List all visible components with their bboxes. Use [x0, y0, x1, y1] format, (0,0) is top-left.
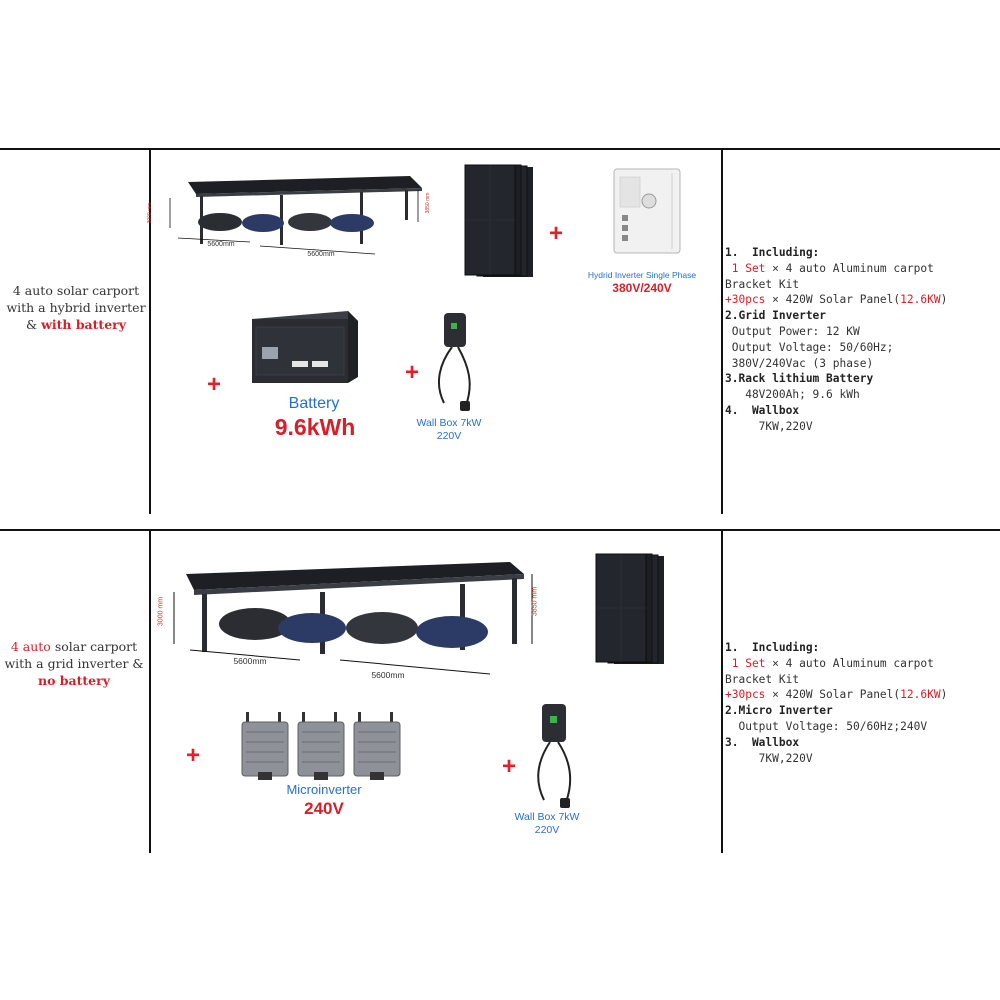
row2-dim-height-left: 3000 mm — [157, 596, 165, 627]
row1-battery-image — [252, 311, 358, 383]
row1-dim-height-left: 3000 mm — [147, 202, 153, 224]
row1-spec-panel-desc: × 420W Solar Panel( — [765, 293, 901, 307]
row1-top-border — [0, 148, 1000, 150]
row1-spec-set-qty: 1 Set — [725, 261, 766, 275]
row1-spec-list: 1. Including: 1 Set × 4 auto Aluminum ca… — [725, 245, 997, 435]
row1-battery-capacity: 9.6kWh — [274, 414, 356, 440]
row2-spec-line-8: 7KW,220V — [725, 751, 813, 765]
row2-plus-wallbox-icon: + — [502, 753, 517, 780]
row2-dim-width-b: 5600mm — [371, 670, 405, 680]
row2-micro-caption: Microinverter — [286, 782, 362, 797]
row1-right-divider — [721, 148, 723, 514]
row2-spec-line-3: Bracket Kit — [725, 672, 800, 686]
row2-carport-illustration — [173, 562, 533, 675]
row2-top-border — [0, 529, 1000, 531]
row1-wallbox-image — [437, 313, 471, 411]
row2-spec-line-7: 3. Wallbox — [725, 735, 800, 749]
row1-inverter-caption: Hydrid Inverter Single Phase — [587, 270, 697, 280]
row2-spec-set-qty: 1 Set — [725, 656, 766, 670]
row2-spec-panel-desc: × 420W Solar Panel( — [765, 688, 901, 702]
row2-microinverter-image-3 — [353, 712, 401, 780]
row2-label-text: solar carport with a grid inverter & — [4, 639, 144, 671]
row1-solar-panel-stack — [464, 164, 533, 277]
row2-spec-line-5: 2.Micro Inverter — [725, 704, 833, 718]
row2-wallbox-voltage: 220V — [534, 824, 560, 836]
row1-dim-width-a: 5600mm — [207, 241, 235, 248]
row2-spec-panel-qty: +30pcs — [725, 688, 766, 702]
row1-spec-line-8: 380V/240Vac (3 phase) — [725, 356, 874, 370]
row1-spec-line-5: 2.Grid Inverter — [725, 309, 827, 323]
row2-plus-micro-icon: + — [186, 742, 201, 769]
row2-spec-panel-power: 12.6KW — [900, 688, 941, 702]
row2-label: 4 auto solar carport with a grid inverte… — [0, 638, 148, 689]
row1-spec-line-10: 48V200Ah; 9.6 kWh — [725, 388, 860, 402]
row1-spec-set-desc: × 4 auto Aluminum carpot — [765, 261, 934, 275]
row1-spec-line-3: Bracket Kit — [725, 277, 800, 291]
row1-plus-inverter-icon: + — [549, 220, 564, 247]
row2-microinverter-image-1 — [241, 712, 289, 780]
row1-spec-panel-close: ) — [940, 293, 948, 307]
row2-wallbox-caption: Wall Box 7kW — [514, 811, 580, 823]
row2-dim-height-right: 3850 mm — [531, 586, 539, 617]
row1-spec-line-7: Output Voltage: 50/60Hz; — [725, 340, 894, 354]
row1-spec-line-11: 4. Wallbox — [725, 403, 800, 417]
row2-spec-line-1: 1. Including: — [725, 641, 820, 654]
row2-spec-panel-close: ) — [940, 688, 948, 702]
row2-spec-set-desc: × 4 auto Aluminum carpot — [765, 656, 934, 670]
row1-dim-height-right: 3850 mm — [425, 192, 431, 214]
row2-label-highlight-b: no battery — [38, 673, 110, 688]
row1-spec-panel-power: 12.6KW — [900, 293, 941, 307]
row2-solar-panel-stack — [595, 553, 664, 664]
row2-micro-voltage: 240V — [304, 799, 344, 818]
row1-hybrid-inverter-image — [613, 168, 681, 254]
row1-dim-width-b: 5600mm — [307, 251, 335, 258]
row2-dim-width-a: 5600mm — [233, 656, 267, 666]
row1-label-text: 4 auto solar carport with a hybrid inver… — [6, 283, 146, 332]
row2-label-highlight-a: 4 auto — [10, 639, 51, 654]
row1-spec-line-12: 7KW,220V — [725, 419, 813, 433]
row2-spec-line-6: Output Voltage: 50/60Hz;240V — [725, 719, 928, 733]
row1-battery-caption: Battery — [288, 395, 340, 412]
row2-spec-list: 1. Including: 1 Set × 4 auto Aluminum ca… — [725, 640, 997, 766]
row1-wallbox-caption: Wall Box 7kW — [416, 417, 482, 429]
row2-left-divider — [149, 529, 151, 853]
row1-spec-panel-qty: +30pcs — [725, 293, 766, 307]
row1-label: 4 auto solar carport with a hybrid inver… — [2, 282, 150, 333]
row1-wallbox-voltage: 220V — [436, 430, 462, 442]
row1-spec-line-6: Output Power: 12 KW — [725, 324, 860, 338]
row2-wallbox-image — [537, 704, 572, 808]
row2-microinverter-image-2 — [297, 712, 345, 780]
row1-label-highlight: with battery — [41, 317, 127, 332]
row1-inverter-voltage: 380V/240V — [612, 281, 672, 295]
row1-plus-battery-icon: + — [207, 371, 222, 398]
row2-right-divider — [721, 529, 723, 853]
row1-spec-line-1: 1. Including: — [725, 246, 820, 259]
row1-plus-wallbox-icon: + — [405, 359, 420, 386]
row1-left-divider — [149, 148, 151, 514]
row1-carport-illustration — [169, 176, 422, 255]
row1-spec-line-9: 3.Rack lithium Battery — [725, 372, 874, 386]
